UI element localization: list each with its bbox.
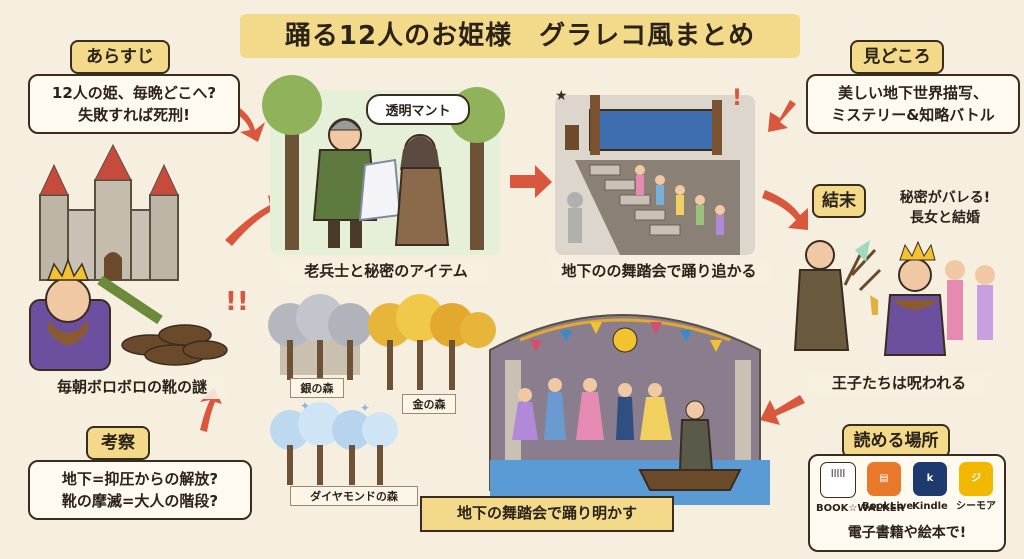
ball-ribbon: 地下の舞踏会で踊り明かす (420, 496, 674, 532)
svg-text:★: ★ (555, 88, 568, 104)
highlights-box: 美しい地下世界描写、 ミステリー&知略バトル (806, 74, 1020, 134)
ballroom-illustration (489, 314, 770, 505)
analysis-line-2: 靴の摩滅=大人の階段? (61, 492, 219, 510)
silver-forest-label: 銀の森 (290, 378, 344, 398)
synopsis-line-1: 12人の姫、毎晩どこへ? (51, 84, 217, 102)
cmoa-icon: ジ (959, 462, 993, 496)
app-list: ||||| BOOK☆WALKER ▤ BookLive k Kindle ジ … (814, 460, 1000, 520)
ending-illustration (793, 240, 995, 356)
gold-forest-illustration (368, 294, 496, 390)
gold-forest-label: 金の森 (402, 394, 456, 414)
worried-king-illustration (29, 257, 111, 371)
app-bookwalker[interactable]: ||||| BOOK☆WALKER (816, 462, 905, 520)
app-name: Kindle (912, 501, 948, 512)
curse-caption: 王子たちは呪われる (808, 370, 990, 395)
booklive-icon: ▤ (867, 462, 901, 496)
analysis-line-1: 地下=抑圧からの解放? (61, 470, 219, 488)
soldier-caption: 老兵士と秘密のアイテム (280, 258, 492, 283)
page-title: 踊る12人のお姫様 グラレコ風まとめ (240, 14, 800, 58)
stairs-caption: 地下のの舞踏会で踊り追かる (548, 258, 770, 283)
highlights-line-1: 美しい地下世界描写、 (837, 84, 988, 102)
app-name: BookLive (862, 501, 914, 512)
app-name: シーモア (956, 501, 996, 512)
cloak-speech-bubble: 透明マント (366, 94, 470, 125)
shoes-caption: 毎朝ボロボロの靴の謎 (36, 374, 228, 399)
svg-text:✦: ✦ (300, 399, 310, 413)
synopsis-box: 12人の姫、毎晩どこへ? 失敗すれば死刑! (28, 74, 240, 134)
diamond-forest-illustration: ✦✦ (270, 399, 398, 485)
app-booklive[interactable]: ▤ BookLive (862, 462, 914, 520)
diamond-forest-label: ダイヤモンドの森 (290, 486, 418, 506)
synopsis-tag: あらすじ (70, 40, 170, 74)
app-name: BOOK☆WALKER (816, 503, 905, 514)
castle-illustration (39, 143, 179, 325)
silver-forest-illustration (268, 294, 372, 380)
analysis-tag: 考察 (86, 426, 150, 460)
app-cmoa[interactable]: ジ シーモア (954, 462, 998, 520)
analysis-box: 地下=抑圧からの解放? 靴の摩滅=大人の階段? (28, 460, 252, 520)
highlights-tag: 見どころ (850, 40, 944, 74)
where-footer: 電子書籍や絵本で! (847, 525, 967, 541)
where-box: ||||| BOOK☆WALKER ▤ BookLive k Kindle ジ … (808, 454, 1006, 552)
svg-text:✦: ✦ (360, 401, 370, 415)
ending-tag: 結末 (812, 184, 866, 218)
stairs-illustration: ! ★ (555, 86, 755, 255)
flow-arrows (200, 100, 808, 432)
ending-bubble-line-2: 長女と結婚 (910, 210, 980, 226)
kindle-icon: k (913, 462, 947, 496)
highlights-line-2: ミステリー&知略バトル (831, 106, 995, 124)
worn-shoes-illustration: !! (121, 287, 249, 366)
svg-text:!!: !! (225, 287, 249, 317)
where-tag: 読める場所 (842, 424, 950, 458)
ending-bubble-line-1: 秘密がバレる! (899, 190, 991, 206)
svg-text:!: ! (732, 86, 742, 111)
app-kindle[interactable]: k Kindle (908, 462, 952, 520)
ending-bubble: 秘密がバレる! 長女と結婚 (880, 188, 1010, 228)
synopsis-line-2: 失敗すれば死刑! (78, 106, 190, 124)
bookwalker-icon: ||||| (820, 462, 856, 498)
soldier-forest-illustration (262, 75, 505, 255)
